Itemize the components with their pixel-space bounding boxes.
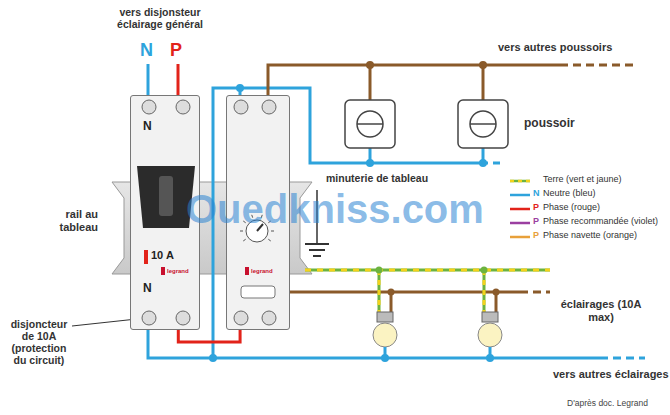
part-label: éclairages (10A max) xyxy=(556,298,646,323)
brand-label: legrand xyxy=(251,268,273,275)
part-label: disjoncteur de 10A (protection du circui… xyxy=(4,318,74,366)
legend-letter: P xyxy=(533,216,539,226)
wire-note: vers autres poussoirs xyxy=(498,41,612,54)
terminal-label: N xyxy=(143,120,152,134)
phase-wire xyxy=(178,330,240,342)
brand-label: legrand xyxy=(167,268,189,275)
wire-letter: P xyxy=(170,40,182,61)
part-label: rail au tableau xyxy=(38,208,98,233)
legend-box: Terre (vert et jaune) Neutre (bleu) Phase … xyxy=(505,168,665,248)
legend-text: Phase recommandée (violet) xyxy=(543,216,658,226)
wire-note: vers autres éclairages xyxy=(553,368,669,381)
source-note: D'après doc. Legrand xyxy=(567,399,648,409)
lamp xyxy=(478,267,502,363)
terminal-label: N xyxy=(143,282,152,296)
lamp xyxy=(373,267,397,363)
legend-letter: P xyxy=(533,202,539,212)
push-button xyxy=(458,100,508,148)
legend-swatch xyxy=(509,232,531,242)
source-note: vers disjonsteur éclairage général xyxy=(100,6,220,30)
legend-letter: N xyxy=(533,188,540,198)
legend-text: Phase (rouge) xyxy=(543,202,600,212)
rating-label: 10 A xyxy=(151,249,174,262)
watermark: Ouedkniss.com xyxy=(186,186,484,232)
legend-swatch xyxy=(509,176,531,186)
legend-text: Phase navette (orange) xyxy=(543,230,637,240)
legend-letter: P xyxy=(533,230,539,240)
wire-letter: N xyxy=(140,40,153,61)
legend-swatch xyxy=(509,218,531,228)
legend-text: Terre (vert et jaune) xyxy=(543,174,622,184)
part-label: minuterie de tableau xyxy=(326,172,428,184)
legend-text: Neutre (bleu) xyxy=(543,188,596,198)
push-button xyxy=(345,100,395,148)
legend-swatch xyxy=(509,204,531,214)
part-label: poussoir xyxy=(524,117,575,131)
legend-swatch xyxy=(509,190,531,200)
